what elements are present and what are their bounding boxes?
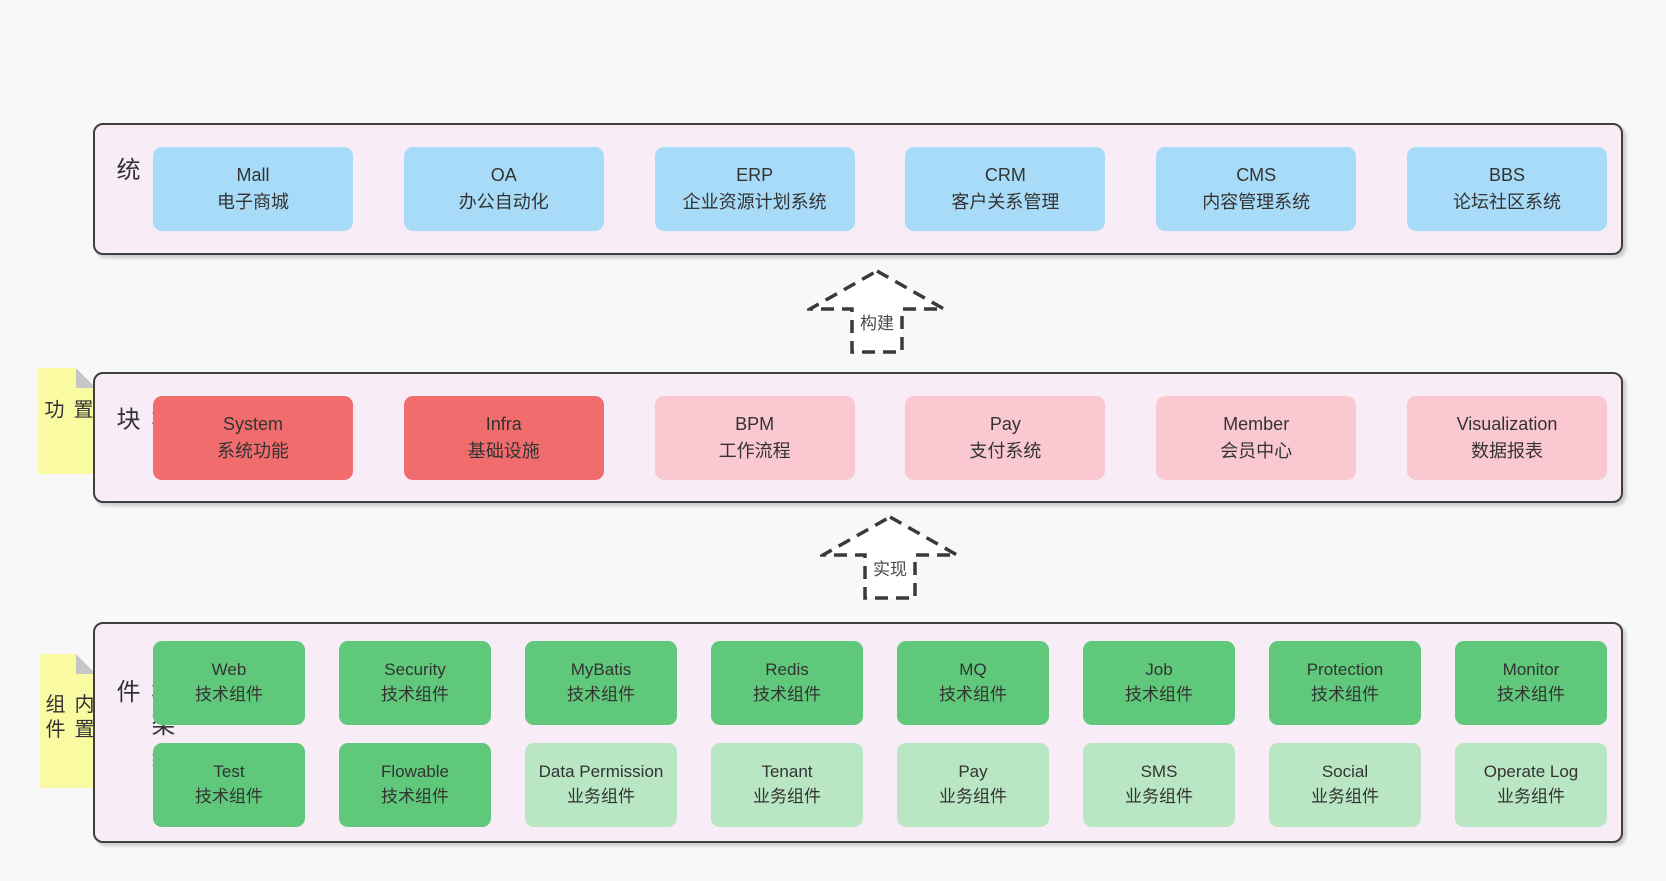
box-social: Social 业务组件 (1269, 743, 1421, 827)
box-name: CRM (984, 165, 1026, 185)
box-name: Data Permission (538, 762, 664, 782)
box-name: Flowable (380, 762, 450, 782)
box-desc: 技术组件 (381, 685, 449, 704)
box-name: Pay (958, 762, 988, 782)
box-desc: 业务组件 (1311, 787, 1379, 806)
sticky-text: 内置组件 (42, 693, 93, 744)
band-framework-components: 框架组件 Web 技术组件 Security 技术组件 MyBatis 技术组件… (93, 622, 1623, 843)
box-bbs: BBS 论坛社区系统 (1406, 147, 1607, 231)
box-name: Social (1321, 762, 1369, 782)
box-name: Monitor (1502, 660, 1560, 680)
box-name: Visualization (1456, 413, 1558, 434)
box-desc: 论坛社区系统 (1452, 192, 1561, 212)
box-infra: Infra 基础设施 (403, 395, 604, 480)
modules-box-row: System 系统功能 Infra 基础设施 BPM 工作流程 Pay 支付系统… (153, 374, 1607, 501)
box-desc: 业务组件 (567, 787, 635, 806)
framework-row-business: Test 技术组件 Flowable 技术组件 Data Permission … (153, 743, 1607, 827)
box-name: BBS (1488, 165, 1525, 185)
box-desc: 业务组件 (753, 787, 821, 806)
box-name: Mall (236, 165, 270, 185)
box-desc: 技术组件 (753, 685, 821, 704)
arrow-build: 构建 (807, 268, 947, 356)
arrow-build-label: 构建 (857, 309, 897, 334)
box-desc: 内容管理系统 (1202, 192, 1311, 212)
box-crm: CRM 客户关系管理 (905, 147, 1106, 231)
box-desc: 技术组件 (1497, 685, 1565, 704)
box-name: BPM (735, 413, 775, 434)
box-visualization: Visualization 数据报表 (1406, 395, 1607, 480)
box-member: Member 会员中心 (1156, 395, 1357, 480)
box-erp: ERP 企业资源计划系统 (654, 147, 855, 231)
box-desc: 技术组件 (1311, 685, 1379, 704)
box-tenant: Tenant 业务组件 (711, 743, 863, 827)
box-desc: 技术组件 (195, 685, 263, 704)
box-name: Test (213, 762, 245, 782)
box-name: Infra (485, 413, 522, 434)
box-desc: 支付系统 (969, 440, 1042, 461)
box-desc: 电子商城 (217, 192, 289, 212)
box-operate-log: Operate Log 业务组件 (1455, 743, 1607, 827)
box-name: ERP (736, 165, 774, 185)
box-test: Test 技术组件 (153, 743, 305, 827)
box-flowable: Flowable 技术组件 (339, 743, 491, 827)
box-name: Tenant (761, 762, 813, 782)
box-desc: 技术组件 (567, 685, 635, 704)
box-mybatis: MyBatis 技术组件 (525, 641, 677, 725)
box-name: Security (384, 660, 446, 680)
box-desc: 客户关系管理 (951, 192, 1060, 212)
box-system: System 系统功能 (153, 395, 353, 480)
box-desc: 系统功能 (217, 440, 289, 461)
box-desc: 数据报表 (1470, 440, 1543, 461)
sticky-note-built-in-components: 内置组件 (40, 654, 96, 788)
box-monitor: Monitor 技术组件 (1455, 641, 1607, 725)
box-name: System (222, 413, 283, 434)
box-web: Web 技术组件 (153, 641, 305, 725)
box-name: Web (211, 660, 247, 680)
box-oa: OA 办公自动化 (403, 147, 604, 231)
box-desc: 会员中心 (1220, 440, 1293, 461)
box-name: MQ (959, 660, 987, 680)
box-name: Pay (989, 413, 1021, 434)
arrow-implement-label: 实现 (870, 555, 910, 580)
band-common-modules: 通用模块 System 系统功能 Infra 基础设施 BPM 工作流程 Pay… (93, 372, 1623, 503)
box-desc: 办公自动化 (458, 192, 549, 212)
box-desc: 技术组件 (381, 787, 449, 806)
box-desc: 基础设施 (467, 440, 540, 461)
box-desc: 业务组件 (1497, 787, 1565, 806)
box-desc: 企业资源计划系统 (682, 192, 827, 212)
framework-row-tech: Web 技术组件 Security 技术组件 MyBatis 技术组件 Redi… (153, 641, 1607, 725)
box-pay-module: Pay 支付系统 (905, 395, 1106, 480)
box-bpm: BPM 工作流程 (654, 395, 855, 480)
band-business-systems: 业务系统 Mall 电子商城 OA 办公自动化 ERP 企业资源计划系统 CRM… (93, 123, 1623, 255)
box-name: OA (490, 165, 517, 185)
business-box-row: Mall 电子商城 OA 办公自动化 ERP 企业资源计划系统 CRM 客户关系… (153, 125, 1607, 253)
box-cms: CMS 内容管理系统 (1156, 147, 1357, 231)
box-desc: 业务组件 (939, 787, 1007, 806)
box-name: SMS (1140, 762, 1178, 782)
box-job: Job 技术组件 (1083, 641, 1235, 725)
box-name: CMS (1236, 165, 1277, 185)
box-mall: Mall 电子商城 (153, 147, 353, 231)
box-desc: 技术组件 (195, 787, 263, 806)
box-name: Operate Log (1483, 762, 1579, 782)
box-redis: Redis 技术组件 (711, 641, 863, 725)
box-name: MyBatis (570, 660, 632, 680)
box-protection: Protection 技术组件 (1269, 641, 1421, 725)
box-mq: MQ 技术组件 (897, 641, 1049, 725)
box-pay-component: Pay 业务组件 (897, 743, 1049, 827)
box-name: Job (1145, 660, 1173, 680)
box-sms: SMS 业务组件 (1083, 743, 1235, 827)
box-name: Protection (1306, 660, 1384, 680)
box-data-permission: Data Permission 业务组件 (525, 743, 677, 827)
sticky-note-built-in-features: 内置功能 (38, 368, 96, 474)
box-name: Redis (765, 660, 809, 680)
box-desc: 技术组件 (939, 685, 1007, 704)
box-desc: 业务组件 (1125, 787, 1193, 806)
box-security: Security 技术组件 (339, 641, 491, 725)
box-desc: 工作流程 (718, 440, 791, 461)
box-desc: 技术组件 (1125, 685, 1193, 704)
arrow-implement: 实现 (820, 514, 960, 602)
box-name: Member (1223, 413, 1290, 434)
